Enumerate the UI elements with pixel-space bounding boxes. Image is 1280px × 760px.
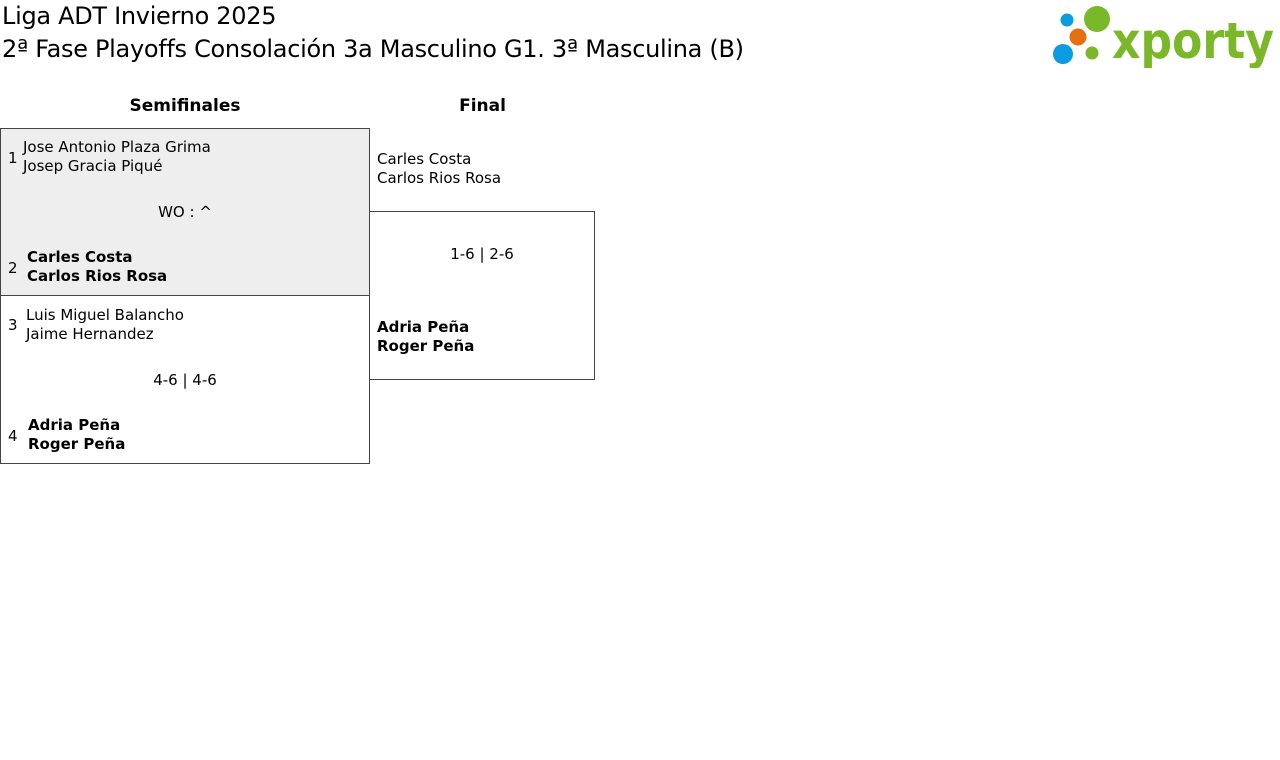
team-2-names-winner: Adria Peña Roger Peña bbox=[28, 416, 125, 454]
round-label-semifinales: Semifinales bbox=[129, 96, 241, 116]
round-label-final: Final bbox=[459, 96, 506, 116]
page-title: Liga ADT Invierno 2025 bbox=[2, 2, 277, 30]
player-name: Jaime Hernandez bbox=[26, 325, 154, 343]
match-score: 1-6 | 2-6 bbox=[450, 245, 514, 263]
semifinal-match-1[interactable]: 1 Jose Antonio Plaza Grima Josep Gracia … bbox=[0, 128, 370, 296]
match-score: WO : ^ bbox=[158, 203, 212, 221]
team-2-names-winner: Carles Costa Carlos Rios Rosa bbox=[27, 248, 167, 286]
final-match[interactable]: 1-6 | 2-6 Adria Peña Roger Peña bbox=[369, 211, 595, 380]
page-subtitle: 2ª Fase Playoffs Consolación 3a Masculin… bbox=[2, 35, 744, 63]
player-name: Josep Gracia Piqué bbox=[23, 157, 163, 175]
final-team-1-names: Carles Costa Carlos Rios Rosa bbox=[377, 150, 501, 188]
player-name: Jose Antonio Plaza Grima bbox=[23, 138, 211, 156]
team-seed: 4 bbox=[8, 427, 18, 445]
player-name: Adria Peña bbox=[377, 318, 470, 336]
final-team-2-names-winner: Adria Peña Roger Peña bbox=[377, 318, 474, 356]
player-name: Carlos Rios Rosa bbox=[27, 267, 168, 285]
player-name: Roger Peña bbox=[377, 337, 475, 355]
team-seed: 3 bbox=[8, 316, 18, 334]
team-1-names: Luis Miguel Balancho Jaime Hernandez bbox=[26, 306, 184, 344]
team-1-names: Jose Antonio Plaza Grima Josep Gracia Pi… bbox=[23, 138, 211, 176]
player-name: Luis Miguel Balancho bbox=[26, 306, 184, 324]
player-name: Adria Peña bbox=[28, 416, 121, 434]
player-name: Carles Costa bbox=[377, 150, 472, 168]
team-seed: 2 bbox=[8, 259, 18, 277]
team-seed: 1 bbox=[8, 149, 18, 167]
match-score: 4-6 | 4-6 bbox=[153, 371, 217, 389]
semifinal-match-2[interactable]: 3 Luis Miguel Balancho Jaime Hernandez 4… bbox=[0, 295, 370, 464]
xporty-logo: xporty bbox=[1053, 6, 1274, 68]
player-name: Carles Costa bbox=[27, 248, 133, 266]
player-name: Roger Peña bbox=[28, 435, 126, 453]
svg-text:xporty: xporty bbox=[1112, 12, 1274, 68]
player-name: Carlos Rios Rosa bbox=[377, 169, 502, 187]
